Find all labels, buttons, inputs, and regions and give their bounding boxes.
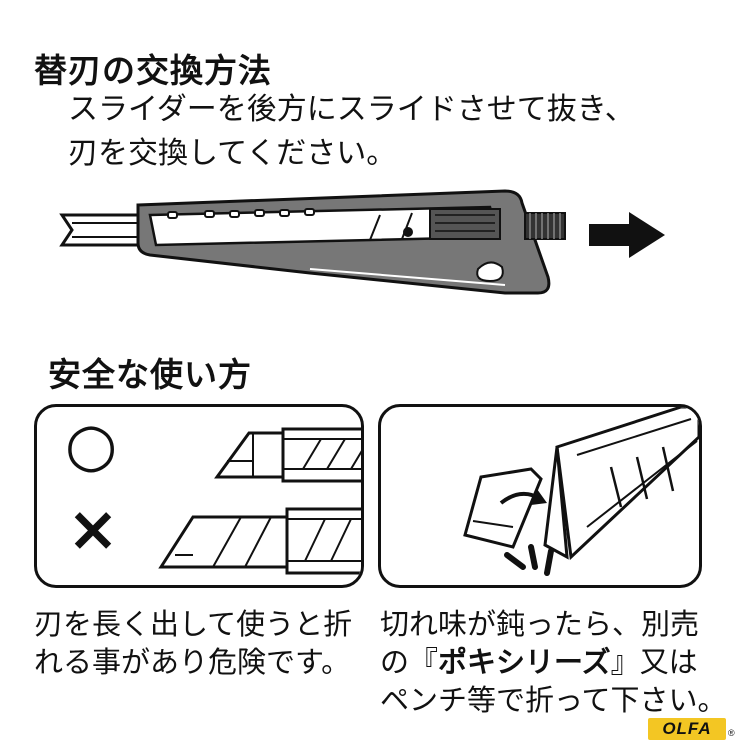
caption-right: 切れ味が鈍ったら、別売 の『ポキシリーズ』又は ペンチ等で折って下さい。 [380, 605, 727, 719]
instruction-text: スライダーを後方にスライドさせて抜き、 刃を交換してください。 [68, 88, 635, 176]
caption-right-suffix: 』又は [610, 645, 698, 679]
caption-right-line-3: ペンチ等で折って下さい。 [380, 683, 727, 717]
registered-mark: ® [728, 728, 735, 738]
cutter-knife-icon [59, 189, 566, 295]
caption-left-line-1: 刃を長く出して使うと折 [34, 607, 353, 641]
cross-ng-icon: × [67, 492, 119, 565]
short-blade-icon [214, 427, 361, 483]
instruction-line-2: 刃を交換してください。 [68, 136, 397, 171]
arrow-right-icon [589, 212, 665, 258]
caption-left-line-2: れる事があり危険です。 [34, 645, 351, 679]
caption-left: 刃を長く出して使うと折 れる事があり危険です。 [34, 605, 352, 681]
panel-long-blade: ○ × [34, 404, 364, 588]
blade-snap-icon [463, 407, 699, 576]
panel-snap-blade [378, 404, 702, 588]
safe-use-title: 安全な使い方 [48, 355, 252, 394]
instruction-line-1: スライダーを後方にスライドさせて抜き、 [68, 92, 635, 127]
caption-right-prefix: の『 [380, 645, 439, 679]
caption-right-line-2: の『ポキシリーズ』又は [380, 643, 727, 681]
circle-ok-icon: ○ [65, 410, 118, 480]
series-name: ポキシリーズ [438, 645, 611, 679]
brand-logo: OLFA [648, 718, 726, 740]
caption-right-line-1: 切れ味が鈍ったら、別売 [380, 607, 700, 641]
blade-change-title: 替刃の交換方法 [34, 51, 272, 90]
long-blade-icon [158, 507, 361, 575]
